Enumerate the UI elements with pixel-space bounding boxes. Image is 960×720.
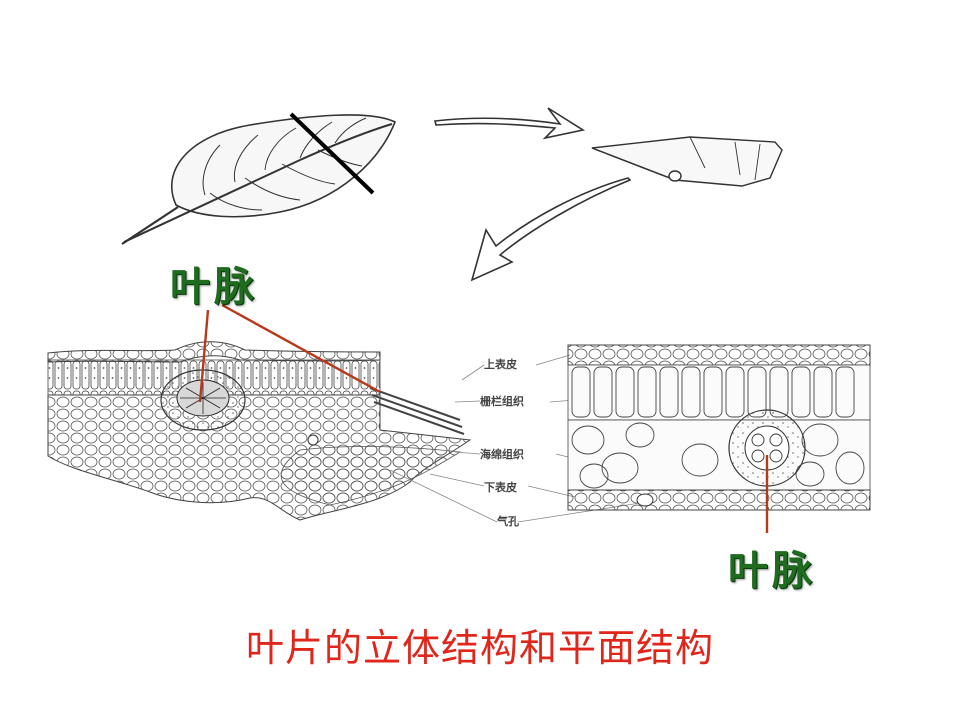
spongy-flat — [567, 419, 871, 491]
caption: 叶片的立体结构和平面结构 — [245, 626, 714, 670]
upper-epidermis-label: 上表皮 — [484, 358, 517, 371]
upper-epidermis-flat — [567, 344, 871, 366]
leaf-midrib — [123, 123, 393, 243]
spongy-label: 海绵组织 — [480, 448, 524, 461]
leaf-slice-drawing — [591, 136, 783, 187]
vein-label-top: 叶脉 — [170, 264, 258, 310]
vein-label-bottom: 叶脉 — [728, 548, 816, 594]
lower-epidermis-label: 下表皮 — [484, 481, 517, 494]
leaf-blade — [171, 114, 397, 218]
arrow-right — [434, 107, 586, 140]
3d-cross-section — [47, 341, 472, 521]
vein-pointer-lines — [198, 303, 769, 533]
arrow-down-left — [470, 177, 632, 282]
palisade-label: 栅栏组织 — [480, 395, 524, 408]
leaf-drawing — [121, 114, 397, 245]
cut-line — [289, 112, 375, 195]
stoma-flat — [636, 493, 654, 507]
lower-epidermis-flat — [567, 489, 871, 511]
flat-cross-section — [567, 344, 871, 511]
vein-strand-3d — [369, 387, 465, 435]
palisade-flat — [567, 364, 871, 421]
upper-epidermis-3d — [47, 341, 381, 363]
leaf-petiole — [121, 206, 179, 245]
stoma-label: 气孔 — [497, 515, 519, 528]
